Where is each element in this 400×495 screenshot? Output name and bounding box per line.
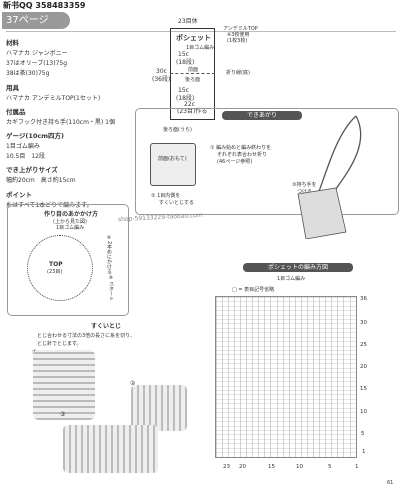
cast-on-ring — [27, 235, 93, 301]
back-label: 後ろ面(うら) — [163, 127, 192, 133]
finish-note: (46ページ参照) — [217, 159, 253, 165]
watermark-footer: shop-59133229-taobao.com — [117, 211, 203, 224]
note-line: (1枚3枚) — [227, 38, 248, 44]
size-line: 幅約20cm 高さ約15cm — [6, 177, 76, 185]
point-line: 糸はすべて1本どりで編みます。 — [6, 201, 93, 209]
materials-line: 37はオリーブ(13)75g — [6, 60, 68, 68]
sukui-desc: とじ針でとじます。 — [37, 341, 82, 347]
tools-line: ハマナカ アンデミルTOP(1セット) — [6, 94, 101, 102]
page-title-pill: 37ページ 37・38 — [2, 12, 70, 44]
chart-grid — [215, 296, 357, 458]
row-number: 1 — [362, 449, 366, 455]
cast-on-sub: 1目ゴム編み — [56, 225, 85, 231]
row-number: 36 — [360, 296, 367, 302]
size-title: でき上がりサイズ — [6, 166, 58, 175]
handle-note: つける。 — [297, 189, 318, 195]
page-number-bottom: 61 — [387, 480, 394, 486]
pochette-name: ポシェット — [176, 34, 211, 42]
col-number: 15 — [268, 464, 275, 470]
fold-note: 折り線(底) — [226, 70, 250, 76]
pochette-rect — [170, 28, 215, 120]
sukui-title: すくいとじ — [91, 323, 122, 330]
col-number: 5 — [328, 464, 332, 470]
finished-bag-illustration — [297, 115, 362, 239]
page-label: 37ページ — [6, 15, 49, 26]
step-3: ③ — [60, 411, 66, 418]
sukui-section: すくいとじ とじ合わせる寸法の3倍の長さに糸を切り、 とじ針でとじます。 ① ②… — [7, 313, 207, 488]
pochette-stitch: 1目ゴム編み — [186, 45, 215, 51]
watermark-header: 新书QQ 358483359 — [3, 1, 86, 10]
handle-note: ③持ち手を — [292, 182, 317, 188]
knit-illustration-1 — [33, 350, 95, 420]
cast-on-count: (23目) — [47, 269, 63, 275]
materials-line: 38は茶(30)75g — [6, 70, 50, 78]
dim-upper-rows: (18段) — [176, 59, 195, 66]
height-label: 30c — [156, 68, 167, 75]
row-number: 20 — [360, 364, 367, 370]
cast-on-section: 作り目のあかかけ方 (上から見た図) 1目ゴム編み TOP (23目) ※2本め… — [7, 204, 129, 316]
tools-title: 用具 — [6, 83, 19, 92]
chart-stitch: 1目ゴム編み — [277, 276, 306, 282]
row-number: 15 — [360, 386, 367, 392]
height-sub: (36段) — [152, 76, 171, 83]
finish-section: できあがり 後ろ面(うら) 前面(おもて) ① 編み始めと編み終わりを それぞれ… — [135, 108, 399, 239]
note-line: アンデミルTOP — [223, 26, 258, 32]
row-number: 5 — [361, 431, 365, 437]
materials-title: 材料 — [6, 39, 19, 47]
finish-note: ① 編み始めと編み終わりを — [210, 145, 272, 151]
accessories-title: 付属品 — [6, 107, 26, 116]
materials-section: 材料 ハマナカ ジャンボニー 37はオリーブ(13)75g 38は茶(30)75… — [6, 37, 115, 209]
row-number: 10 — [360, 409, 367, 415]
gauge-line: 1目ゴム編み — [6, 142, 40, 150]
top-label: 23目休 — [178, 18, 198, 25]
dim-upper: 15c — [178, 51, 189, 58]
cast-on-top: TOP — [49, 261, 63, 268]
chart-legend: □ = 表目記号省略 — [232, 287, 275, 293]
finish-note: すくいとじする — [159, 200, 195, 206]
step-2: ② — [130, 380, 136, 387]
cast-on-sub: (上から見た図) — [53, 219, 87, 225]
point-title: ポイント — [6, 190, 32, 199]
note-line: ※3枚使用 — [227, 32, 250, 38]
width-sub: (23目)作る — [177, 108, 208, 115]
width-label: 22c — [184, 101, 195, 108]
sukui-desc: とじ合わせる寸法の3倍の長さに糸を切り、 — [37, 333, 135, 339]
fold-line — [170, 73, 215, 74]
chart-title: ポシェットの編み方図 — [243, 263, 353, 272]
gauge-line: 10.5目 12段 — [6, 153, 45, 161]
col-number: 20 — [239, 464, 246, 470]
bag-flat — [150, 143, 196, 186]
knit-illustration-3 — [63, 425, 158, 473]
cast-on-start: ※スタート — [108, 275, 114, 301]
finish-title: できあがり — [222, 111, 302, 120]
front-label: 前面 — [188, 67, 199, 73]
gauge-title: ゲージ(10cm四方) — [6, 131, 64, 140]
pochette-diagram: 23目休 ポシェット 1目ゴム編み 15c (18段) 前面 後ろ面 15c (… — [130, 18, 270, 120]
dim-lower: 15c — [178, 87, 189, 94]
divider — [6, 31, 396, 32]
materials-line: ハマナカ ジャンボニー — [6, 50, 68, 57]
cast-on-side: ※2本めにかける — [106, 235, 112, 275]
col-number: 10 — [296, 464, 303, 470]
finish-note: ② 1目内側を — [151, 193, 181, 199]
accessories-line: カギフック付き持ち手(110cm・黒) 1個 — [6, 118, 116, 126]
dim-lower-rows: (18段) — [176, 95, 195, 102]
back-label: 後ろ面 — [185, 77, 201, 83]
knit-illustration-2 — [131, 385, 187, 431]
row-number: 30 — [360, 320, 367, 326]
row-number: 25 — [360, 342, 367, 348]
page-number: 37・38 — [6, 31, 48, 44]
front-label: 前面(おもて) — [158, 156, 187, 162]
finish-note: それぞれ表合わせ折り — [217, 152, 268, 158]
cast-on-title: 作り目のあかかけ方 — [44, 211, 99, 218]
col-number: 23 — [223, 464, 230, 470]
col-number: 1 — [355, 464, 359, 470]
